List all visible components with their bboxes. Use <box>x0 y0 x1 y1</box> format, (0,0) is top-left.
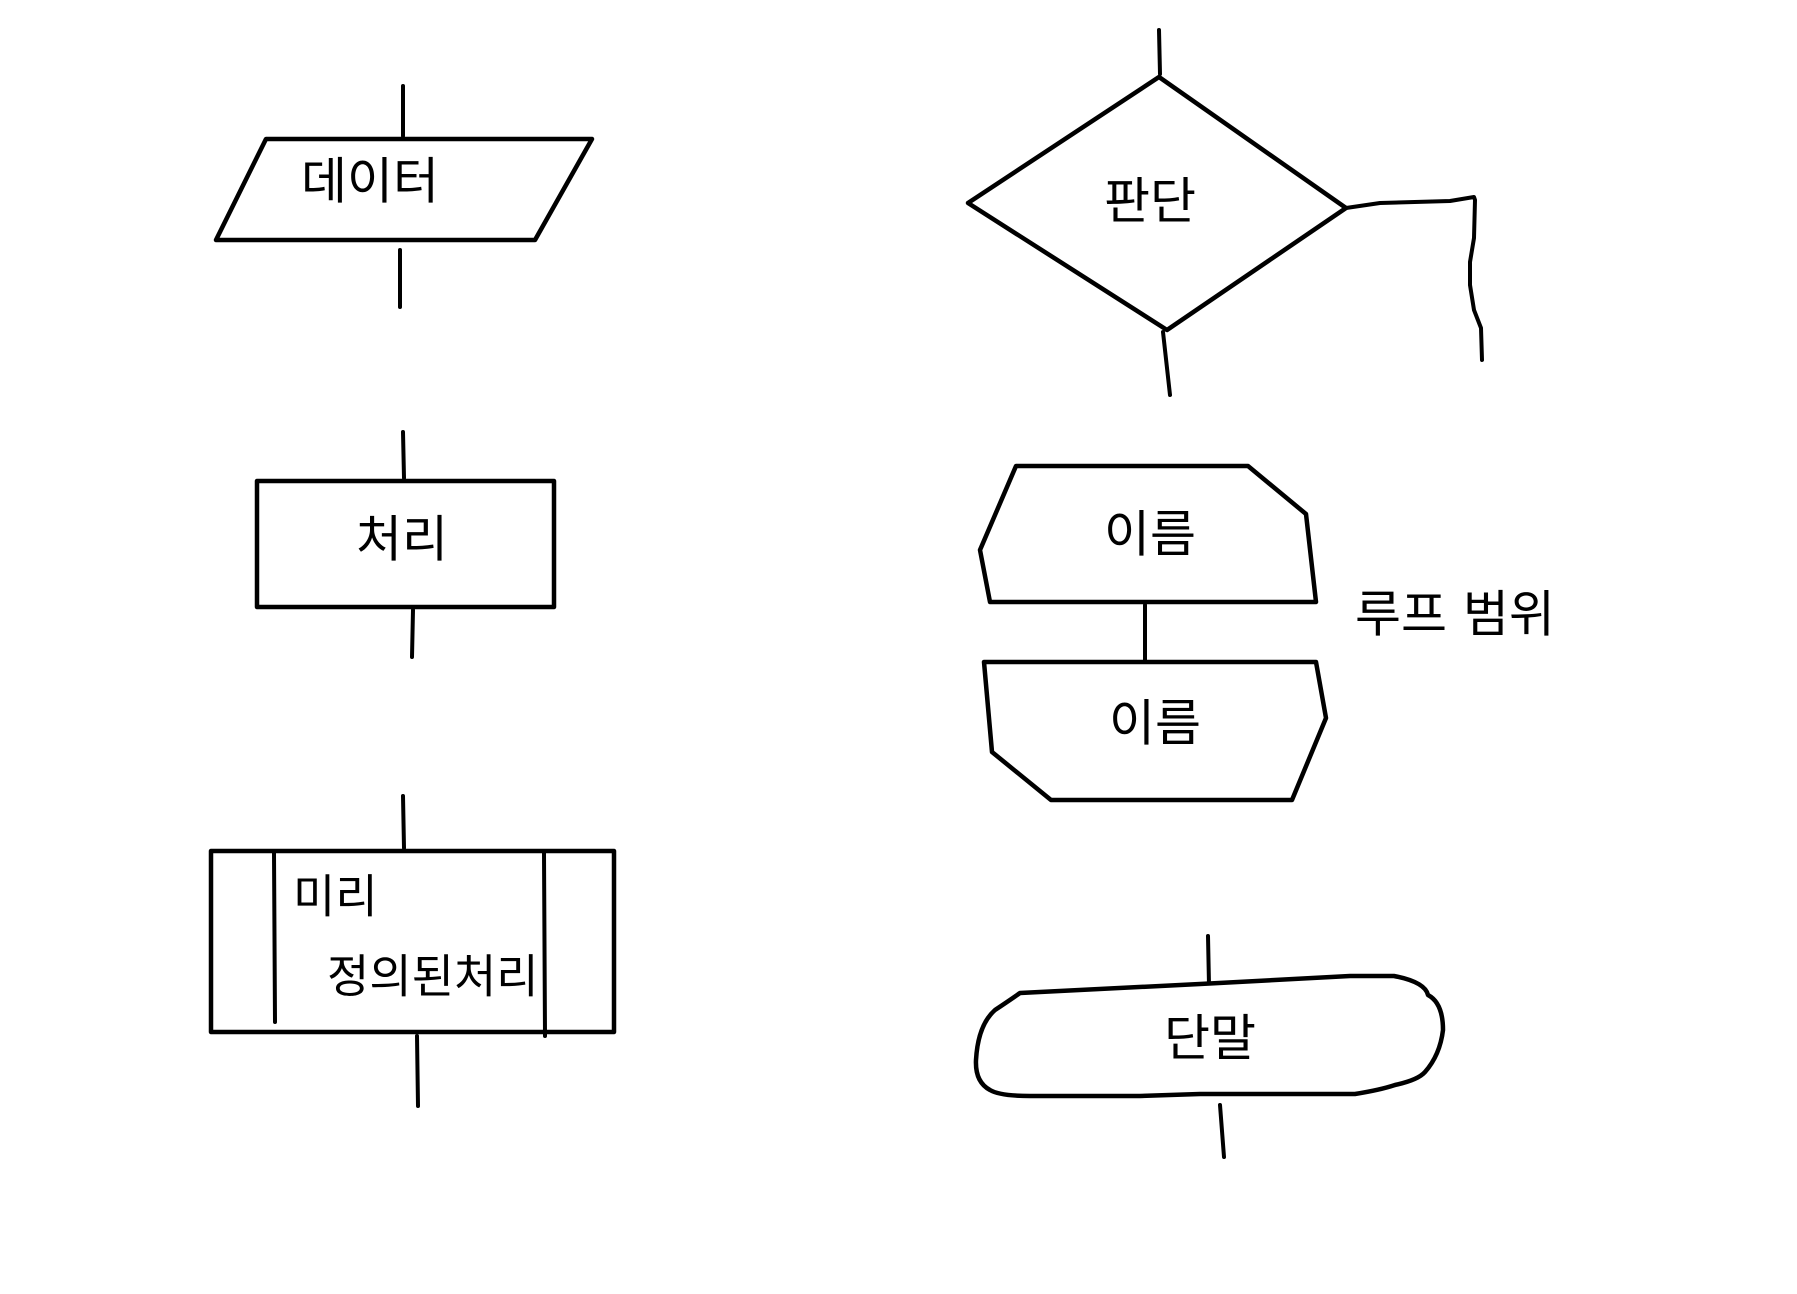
terminal-connector-bottom <box>1218 1103 1226 1159</box>
decision-connector-top <box>1157 28 1162 76</box>
predefined-right-bar <box>542 851 547 1038</box>
predefined-process-symbol: 미리 정의된처리 <box>208 794 617 1108</box>
predefined-connector-bottom <box>415 1034 420 1108</box>
terminal-shape <box>973 973 1446 1099</box>
predefined-left-bar <box>272 851 277 1024</box>
loop-start-shape <box>977 463 1319 605</box>
data-parallelogram <box>213 136 595 243</box>
loop-end-symbol: 이름 <box>981 659 1329 803</box>
decision-connector-bottom <box>1161 330 1172 397</box>
decision-label: 판단 <box>1104 173 1196 231</box>
data-label: 데이터 <box>301 153 439 211</box>
predefined-rectangle <box>208 848 617 1035</box>
loop-end-shape <box>981 659 1329 803</box>
loop-start-symbol: 이름 <box>977 463 1319 605</box>
loop-end-label: 이름 <box>1109 695 1201 753</box>
process-connector-bottom <box>410 608 415 659</box>
loop-range-label: 루프 범위 <box>1355 586 1555 644</box>
predefined-connector-top <box>401 794 406 850</box>
terminal-label: 단말 <box>1164 1010 1256 1068</box>
process-label: 처리 <box>356 511 448 569</box>
predefined-label-line2: 정의된처리 <box>327 950 539 1004</box>
decision-connector-right <box>1344 195 1484 362</box>
terminal-connector-top <box>1206 934 1211 987</box>
loop-start-label: 이름 <box>1104 506 1196 564</box>
predefined-label-line1: 미리 <box>293 870 378 924</box>
decision-diamond <box>965 74 1349 333</box>
decision-symbol: 판단 <box>965 28 1484 397</box>
process-connector-top <box>401 430 406 480</box>
process-rectangle <box>254 478 557 610</box>
terminal-symbol: 단말 <box>973 934 1446 1159</box>
process-symbol: 처리 <box>254 430 557 659</box>
data-symbol: 데이터 <box>213 84 595 309</box>
